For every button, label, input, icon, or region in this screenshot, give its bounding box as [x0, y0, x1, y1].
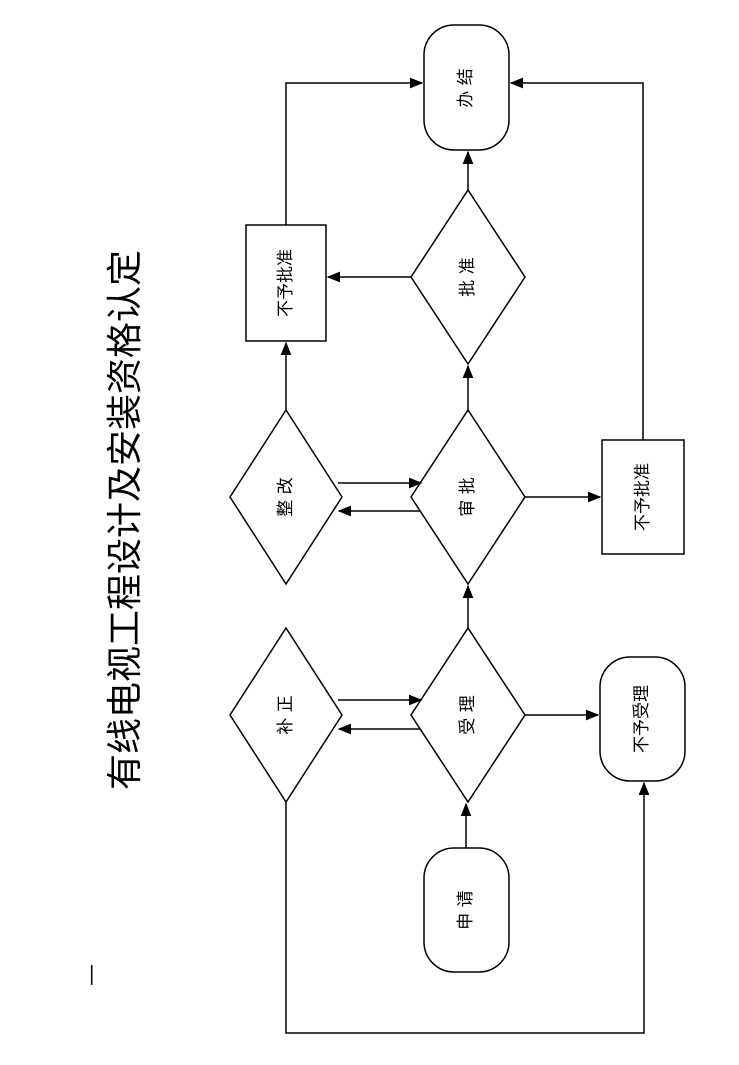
approve-label: 批 准	[458, 257, 478, 296]
page-mark: —	[79, 964, 104, 986]
edge-rejectlower-conclude	[509, 77, 644, 440]
review-node	[410, 408, 526, 586]
not-accept-label: 不予受理	[632, 685, 652, 753]
supplement-label: 补 正	[276, 695, 296, 734]
edge-supplement-notaccept	[285, 781, 650, 1034]
conclude-label: 办 结	[456, 68, 476, 107]
accept-label: 受 理	[458, 695, 478, 734]
review-label: 审 批	[458, 477, 478, 516]
edge-rejectupper-conclude	[285, 77, 424, 225]
page-title: 有线电视工程设计及安装资格认定	[105, 250, 146, 790]
reject-lower-label: 不予批准	[633, 463, 653, 531]
not-accept-node	[599, 656, 686, 782]
rectify-label: 整 改	[276, 477, 296, 516]
reject-upper-label: 不予批准	[276, 249, 296, 317]
rectify-node	[229, 408, 343, 586]
accept-node	[410, 626, 526, 804]
reject-upper-node	[245, 224, 327, 342]
apply-label: 申 请	[456, 890, 476, 929]
approve-node	[410, 188, 526, 366]
conclude-node	[423, 24, 510, 151]
reject-lower-node	[601, 439, 685, 555]
